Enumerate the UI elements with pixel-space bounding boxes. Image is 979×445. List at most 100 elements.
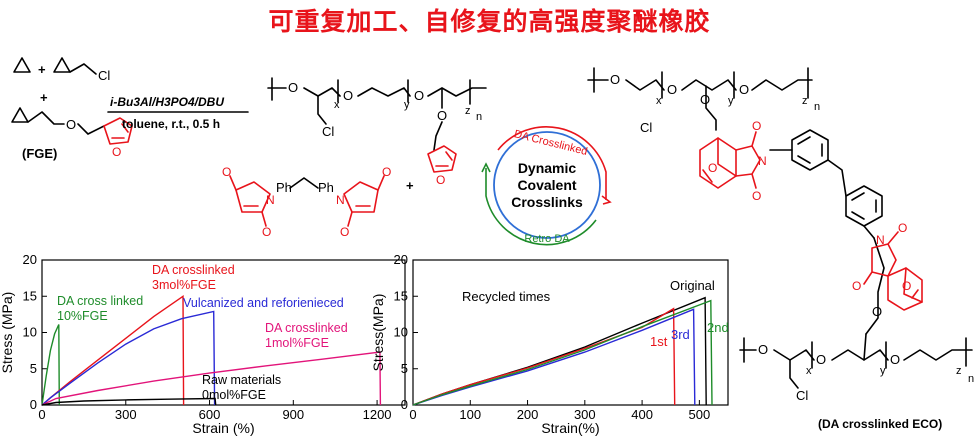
pendant-furan-ring <box>427 145 457 173</box>
x-tick-label: 1200 <box>363 407 392 422</box>
o-network-3: O <box>739 82 749 97</box>
plus-sign-top: + <box>38 62 46 77</box>
ethylene-oxide-ring <box>13 57 31 73</box>
conditions-line-1: i-Bu3Al/H3PO4/DBU <box>110 95 224 109</box>
network-backbone-top <box>587 79 813 91</box>
maleimide-left-ring <box>235 181 271 213</box>
x-tick-label: 100 <box>459 407 481 422</box>
o-pendant-furan: O <box>436 173 445 187</box>
copolymer-bracket <box>271 77 471 105</box>
x-tick-label: 300 <box>574 407 596 422</box>
series-label-2: 3rd <box>671 327 690 342</box>
sub-y-network: y <box>728 95 734 107</box>
y-tick-label: 10 <box>394 325 408 340</box>
maleimide-right-double <box>347 175 385 227</box>
x-axis-label: Strain (%) <box>192 420 254 436</box>
fge-furan-double <box>111 123 129 139</box>
x-tick-label: 300 <box>115 407 137 422</box>
x-tick-label: 200 <box>517 407 539 422</box>
ph-left: Ph <box>276 180 292 195</box>
o-da-upper-bridge: O <box>708 161 717 175</box>
o-network-mid: O <box>872 304 882 319</box>
n-phenyl-bond-bottom <box>863 225 875 239</box>
x-tick-label: 600 <box>199 407 221 422</box>
maleimide-left-double <box>229 175 267 227</box>
y-tick-label: 0 <box>30 397 37 412</box>
o-fge-ether: O <box>66 117 76 132</box>
n-da-lower: N <box>876 233 885 247</box>
legend-label-2: Vulcanized and reforienieced <box>183 296 344 310</box>
y-tick-label: 0 <box>401 397 408 412</box>
legend-label-1: 3mol%FGE <box>152 278 216 292</box>
o-da-upper-bottom: O <box>752 189 761 203</box>
network-link-down <box>863 333 867 361</box>
da-adduct-upper-bridge <box>702 137 737 183</box>
network-bracket-bottom <box>743 337 967 369</box>
o-maleimide-right-bottom: O <box>340 225 349 239</box>
series-line-1 <box>412 307 676 406</box>
o-da-upper-top: O <box>752 119 761 133</box>
cycle-center-line-2: Covalent <box>517 177 576 193</box>
cycle-arrow-green <box>485 168 597 246</box>
fge-furan-ring <box>103 117 133 145</box>
cl-linear: Cl <box>322 124 334 139</box>
sub-x-linear: x <box>334 99 340 111</box>
x-tick-label: 900 <box>282 407 304 422</box>
sub-n-network-b: n <box>968 373 974 385</box>
fge-chain <box>27 111 105 135</box>
o-network-1: O <box>610 72 620 87</box>
series-line-0 <box>41 324 60 406</box>
figure-title: 可重复加工、自修复的高强度聚醚橡胶 <box>268 7 711 36</box>
chloromethyl-branch <box>317 95 327 125</box>
o-network-b2: O <box>816 352 826 367</box>
cycle-center-line-3: Crosslinks <box>511 194 583 210</box>
phenyl-ring-top-inner <box>797 136 823 164</box>
n-maleimide-right: N <box>336 193 345 207</box>
y-tick-label: 15 <box>394 288 408 303</box>
y-tick-label: 15 <box>23 288 37 303</box>
cycle-bottom-label: Retro DA <box>524 233 570 245</box>
y-tick-label: 5 <box>30 361 37 376</box>
series-line-3 <box>412 299 713 406</box>
product-label: (DA crosslinked ECO) <box>818 417 942 431</box>
network-bottom-chloromethyl <box>789 359 799 389</box>
o-linear-3: O <box>414 88 424 103</box>
y-tick-label: 20 <box>23 252 37 267</box>
annotation-recycled-times: Recycled times <box>462 289 551 304</box>
fge-epoxide-ring <box>11 107 29 123</box>
cl-network-top: Cl <box>640 120 652 135</box>
cycle-arrow-red-head <box>601 195 612 205</box>
linear-copolymer-backbone <box>267 87 487 97</box>
x-tick-label: 400 <box>631 407 653 422</box>
series-label-1: 1st <box>650 334 668 349</box>
cycle-arrow-green-head <box>481 162 491 173</box>
o-fge-furan: O <box>112 145 121 159</box>
x-tick-label: 500 <box>689 407 711 422</box>
sub-x-network-b: x <box>806 365 812 377</box>
legend-label-4: Raw materials <box>202 373 281 387</box>
legend-label-1: DA crosslinked <box>152 263 235 277</box>
n-maleimide-left: N <box>266 193 275 207</box>
o-maleimide-left-bottom: O <box>262 225 271 239</box>
fge-label: (FGE) <box>22 146 57 161</box>
y-tick-label: 5 <box>401 361 408 376</box>
sub-y-network-b: y <box>880 365 886 377</box>
legend-label-0: 10%FGE <box>57 309 108 323</box>
sub-n-linear: n <box>476 111 482 123</box>
maleimide-right-ring <box>343 181 379 213</box>
x-tick-label: 0 <box>409 407 416 422</box>
plus-sign-right: + <box>406 178 414 193</box>
y-tick-label: 20 <box>394 252 408 267</box>
legend-label-4: 0mol%FGE <box>202 388 266 402</box>
series-line-3 <box>41 351 382 406</box>
o-network-b1: O <box>758 342 768 357</box>
cl-network-bottom: Cl <box>796 388 808 403</box>
x-axis-label: Strain(%) <box>541 420 599 436</box>
phenyl-ring-bottom-inner <box>851 192 877 220</box>
o-linear-1: O <box>288 80 298 95</box>
cycle-arrow-red <box>497 126 607 200</box>
sub-x-network: x <box>656 95 662 107</box>
glycidyl-branch <box>433 87 443 151</box>
